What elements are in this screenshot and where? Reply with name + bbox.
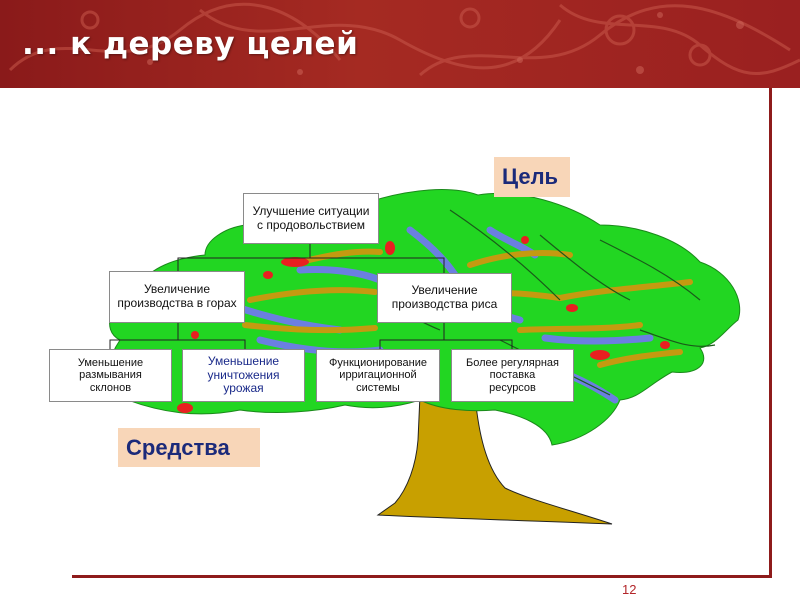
means-box-resource-supply: Более регулярная поставка ресурсов	[451, 349, 574, 402]
frame-right-line	[769, 88, 772, 576]
connector-right	[379, 323, 513, 350]
slide-title: ... к дереву целей	[22, 26, 359, 62]
means-label: Средства	[118, 428, 260, 467]
means-box-crop-destruction: Уменьшение уничтожения урожая	[182, 349, 305, 402]
goal-box-food-situation: Улучшение ситуации с продовольствием	[243, 193, 379, 244]
connector-left	[109, 323, 246, 350]
means-box-irrigation: Функционирование ирригационной системы	[316, 349, 440, 402]
subgoal-box-mountain-production: Увеличение производства в горах	[109, 271, 245, 323]
subgoal-box-rice-production: Увеличение производства риса	[377, 273, 512, 323]
tree-trunk	[376, 394, 613, 525]
means-box-slope-erosion: Уменьшение размывания склонов	[49, 349, 172, 402]
header-ornament	[8, 2, 800, 77]
page-number: 12	[622, 582, 637, 597]
connector-top	[177, 243, 445, 274]
goal-label: Цель	[494, 157, 570, 197]
frame-bottom-line	[72, 575, 772, 578]
slide-header: ... к дереву целей	[0, 0, 800, 88]
